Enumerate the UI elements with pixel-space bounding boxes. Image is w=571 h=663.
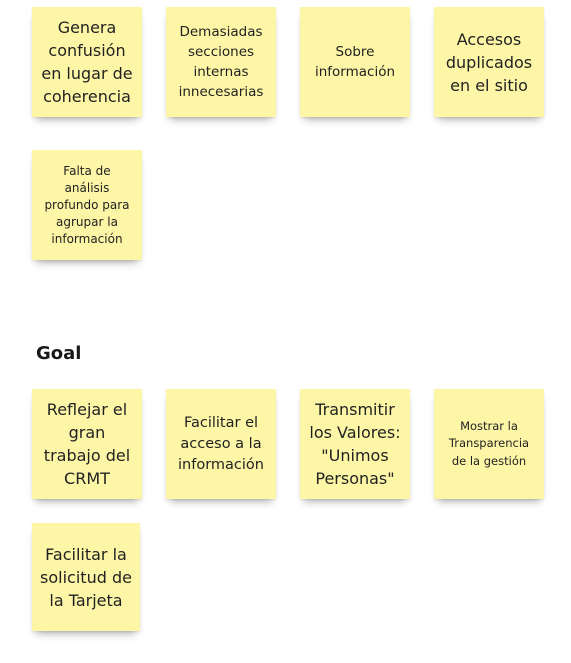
sticky-note-text: Falta de análisis profundo para agrupar … [44, 163, 130, 246]
sticky-note-problem-5[interactable]: Falta de análisis profundo para agrupar … [32, 150, 142, 260]
sticky-note-text: Sobre información [314, 44, 396, 80]
sticky-note-text: Demasiadas secciones internas innecesari… [178, 24, 264, 100]
sticky-note-goal-5[interactable]: Facilitar la solicitud de la Tarjeta [32, 523, 140, 631]
sticky-note-text: Reflejar el gran trabajo del CRMT [43, 400, 131, 488]
sticky-note-problem-3[interactable]: Sobre información [300, 7, 410, 117]
sticky-note-goal-2[interactable]: Facilitar el acceso a la información [166, 389, 276, 499]
sticky-note-text: Facilitar la solicitud de la Tarjeta [40, 544, 132, 610]
sticky-note-text: Genera confusión en lugar de coherencia [41, 18, 133, 106]
sticky-note-text: Accesos duplicados en el sitio [445, 29, 533, 95]
sticky-note-problem-2[interactable]: Demasiadas secciones internas innecesari… [166, 7, 276, 117]
sticky-note-problem-1[interactable]: Genera confusión en lugar de coherencia [32, 7, 142, 117]
sticky-note-problem-4[interactable]: Accesos duplicados en el sitio [434, 7, 544, 117]
sticky-note-text: Mostrar la Transparencia de la gestión [448, 418, 530, 468]
sticky-note-goal-4[interactable]: Mostrar la Transparencia de la gestión [434, 389, 544, 499]
sticky-note-goal-3[interactable]: Transmitir los Valores: "Unimos Personas… [300, 389, 410, 499]
section-title-goal: Goal [36, 343, 82, 364]
sticky-note-goal-1[interactable]: Reflejar el gran trabajo del CRMT [32, 389, 142, 499]
sticky-note-text: Transmitir los Valores: "Unimos Personas… [309, 400, 401, 488]
sticky-note-text: Facilitar el acceso a la información [178, 414, 264, 473]
